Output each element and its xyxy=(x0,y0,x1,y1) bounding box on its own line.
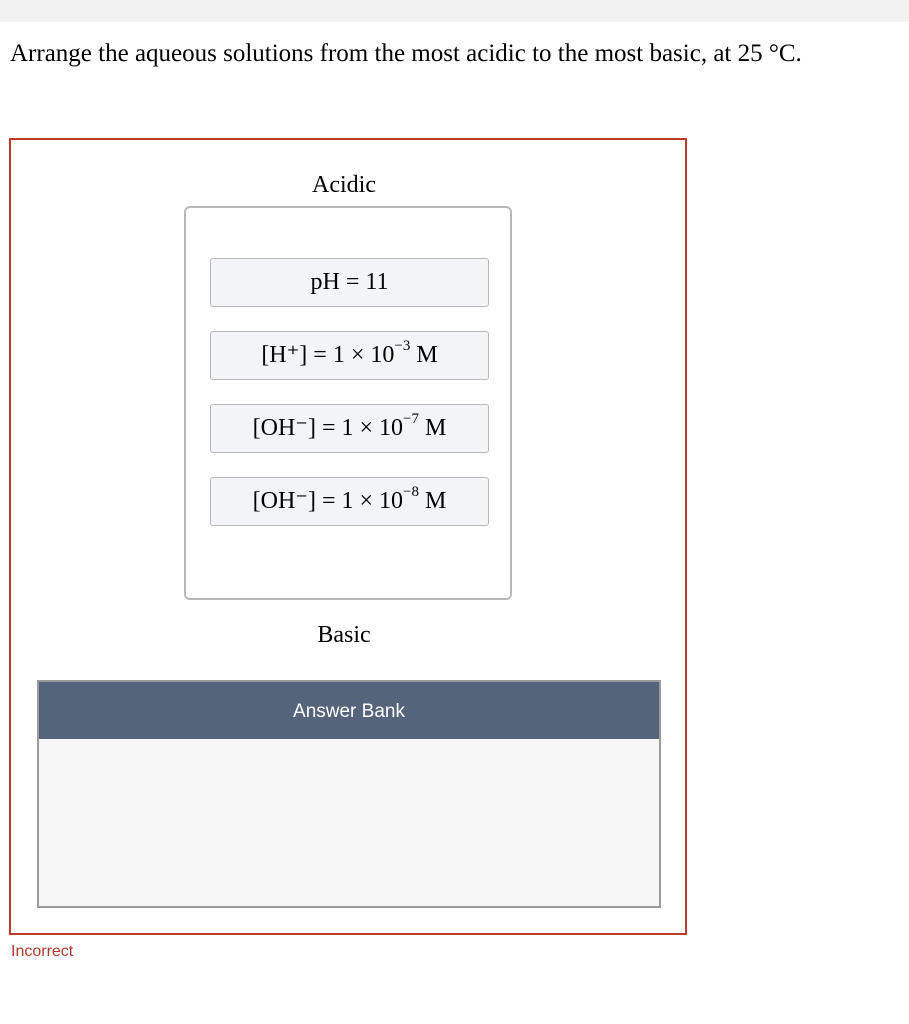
tile-exponent: −3 xyxy=(394,338,411,354)
tile-text: [H⁺] = 1 × 10 xyxy=(261,342,395,368)
answer-bank[interactable]: Answer Bank xyxy=(37,680,661,908)
tile-unit: M xyxy=(410,342,438,368)
tile-text: [OH⁻] = 1 × 10 xyxy=(252,488,404,514)
status-incorrect: Incorrect xyxy=(11,943,74,960)
answer-tile[interactable]: [OH⁻] = 1 × 10−8 M xyxy=(210,477,489,526)
answer-tile[interactable]: [H⁺] = 1 × 10−3 M xyxy=(210,331,489,380)
answer-tile[interactable]: [OH⁻] = 1 × 10−7 M xyxy=(210,404,489,453)
question-text: Arrange the aqueous solutions from the m… xyxy=(10,40,802,67)
ranking-frame: Acidic pH = 11 [H⁺] = 1 × 10−3 M [OH⁻] =… xyxy=(9,138,687,935)
tile-unit: M xyxy=(419,488,447,514)
ranking-drop-zone[interactable]: pH = 11 [H⁺] = 1 × 10−3 M [OH⁻] = 1 × 10… xyxy=(184,206,512,600)
tile-exponent: −8 xyxy=(403,484,419,500)
tile-unit: M xyxy=(419,415,447,441)
acidic-label: Acidic xyxy=(312,172,376,198)
tile-text: [OH⁻] = 1 × 10 xyxy=(252,415,404,441)
answer-bank-header: Answer Bank xyxy=(39,682,659,739)
basic-label: Basic xyxy=(317,622,371,648)
answer-tile[interactable]: pH = 11 xyxy=(210,258,489,307)
tile-text: pH = 11 xyxy=(310,269,389,295)
tile-exponent: −7 xyxy=(403,411,419,427)
top-bar xyxy=(0,0,909,22)
